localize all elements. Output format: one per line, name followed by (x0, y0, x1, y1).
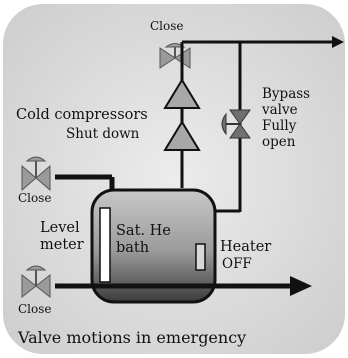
heater-label: Heater (220, 239, 272, 255)
background-panel (3, 4, 345, 354)
valve-label: valve (262, 102, 298, 118)
left-valve-icon (21, 156, 51, 192)
bypass-valve-icon (221, 109, 251, 139)
meter-label: meter (40, 237, 84, 253)
open-label: open (262, 134, 296, 150)
bottom-arrow-icon (290, 276, 312, 296)
top-valve-label: Close (150, 19, 184, 33)
vessel (90, 188, 217, 304)
heater-state-label: OFF (222, 256, 252, 272)
top-valve-icon (159, 43, 191, 69)
level-meter-icon (99, 207, 111, 283)
fully-label: Fully (262, 118, 297, 134)
compressor-icon-2 (163, 120, 201, 151)
top-arrow-icon (332, 36, 344, 48)
level-label: Level (40, 220, 80, 236)
bottom-valve-label: Close (18, 302, 52, 316)
cold-compressors-label: Cold compressors (16, 107, 148, 123)
bath-label: bath (116, 240, 150, 256)
shut-down-label: Shut down (66, 126, 140, 142)
heater-icon (195, 243, 206, 271)
caption: Valve motions in emergency (18, 328, 247, 347)
compressor-icon-1 (163, 78, 201, 109)
bottom-valve-icon (21, 265, 51, 299)
bypass-label: Bypass (262, 86, 311, 102)
left-valve-label: Close (18, 191, 52, 205)
sat-he-label: Sat. He (116, 223, 171, 239)
